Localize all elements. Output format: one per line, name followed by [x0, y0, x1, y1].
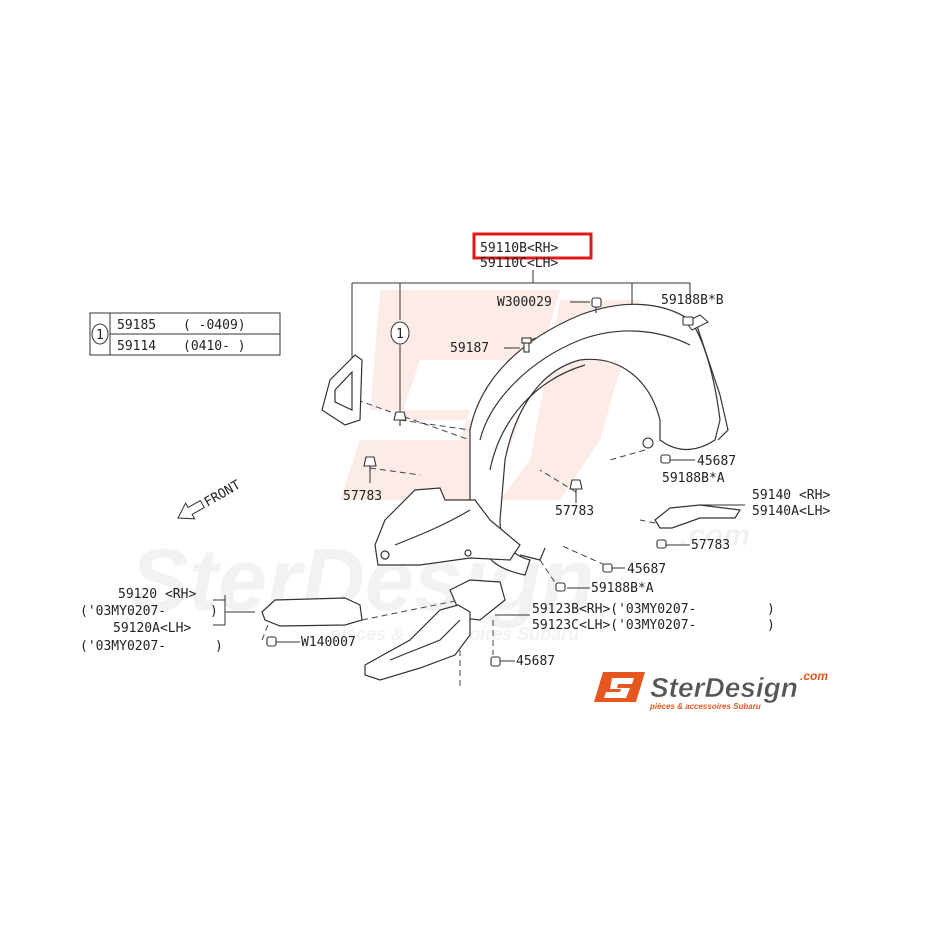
label-w300029[interactable]: W300029	[497, 295, 552, 310]
label-57783-a[interactable]: 57783	[343, 489, 382, 504]
label-45687-c[interactable]: 45687	[516, 654, 555, 669]
screw-1-icon	[393, 411, 407, 426]
screw-59187-icon	[521, 337, 532, 353]
table-row2-range: (0410- )	[183, 339, 246, 354]
front-direction-indicator: FRONT	[177, 478, 244, 520]
label-59120a-lh[interactable]: 59120A<LH>	[113, 621, 191, 636]
clip-59188b-b-icon	[682, 316, 694, 326]
reference-table: 1 59185 ( -0409) 59114 (0410- )	[89, 312, 281, 356]
label-59120a-lh-close: )	[215, 639, 223, 654]
table-callout-circle	[91, 323, 109, 345]
clip-59188b-a1-icon	[660, 454, 671, 464]
front-arrow-icon	[177, 499, 205, 520]
screw-57783-c-icon	[656, 539, 667, 549]
screw-57783-b-icon	[569, 479, 583, 495]
label-59188b-a2[interactable]: 59188B*A	[591, 581, 654, 596]
leader-lines	[213, 270, 745, 662]
splash-shield-part	[321, 354, 363, 426]
label-59120-rh-my: ('03MY0207-	[80, 604, 166, 619]
nut-45687-a-icon	[642, 437, 654, 449]
label-45687-b[interactable]: 45687	[627, 562, 666, 577]
sterdesign-logo: SterDesign .com pièces & accessoires Sub…	[594, 669, 828, 711]
watermark-com-text: .com	[680, 519, 750, 552]
table-row2-part: 59114	[117, 339, 156, 354]
label-57783-b[interactable]: 57783	[555, 504, 594, 519]
nut-45687-c-icon	[490, 656, 501, 667]
table-callout-num: 1	[96, 328, 104, 343]
label-59120a-lh-my: ('03MY0207-	[80, 639, 166, 654]
callout-circle-diagram	[390, 321, 410, 345]
label-59123b-close: )	[767, 602, 775, 617]
part-labels: 59110B<RH> 59110C<LH> W300029 59188B*B 5…	[80, 241, 830, 669]
watermark-ster-text: SterDesign	[130, 530, 595, 629]
label-main-lh[interactable]: 59110C<LH>	[480, 256, 558, 271]
fasteners	[266, 297, 694, 667]
callout-circles: 1	[390, 321, 410, 345]
label-59187[interactable]: 59187	[450, 341, 489, 356]
undertray-part	[374, 487, 521, 566]
label-59140a-lh[interactable]: 59140A<LH>	[752, 504, 830, 519]
clip-59188b-a2-icon	[555, 582, 566, 592]
logo-tagline-text: pièces & accessoires Subaru	[649, 702, 761, 711]
label-59188b-b[interactable]: 59188B*B	[661, 293, 724, 308]
callout-num-diagram: 1	[396, 327, 404, 342]
stay-59120-part	[261, 597, 363, 627]
clip-59188b-b-part	[685, 314, 709, 331]
label-w140007[interactable]: W140007	[301, 635, 356, 650]
label-main-rh[interactable]: 59110B<RH>	[480, 241, 558, 256]
label-59120-rh-close: )	[210, 604, 218, 619]
screw-57783-a-icon	[363, 456, 377, 472]
logo-com-text: .com	[800, 669, 828, 683]
front-label: FRONT	[202, 478, 244, 511]
side-cover-part	[364, 604, 471, 681]
label-59123c[interactable]: 59123C<LH>('03MY0207-	[532, 618, 696, 633]
label-45687-a[interactable]: 45687	[697, 454, 736, 469]
table-row1-range: ( -0409)	[183, 318, 246, 333]
clip-w300029-icon	[591, 297, 602, 313]
highlight-box	[472, 232, 593, 260]
label-57783-c[interactable]: 57783	[691, 538, 730, 553]
table-row1-part: 59185	[117, 318, 156, 333]
label-59123b[interactable]: 59123B<RH>('03MY0207-	[532, 602, 696, 617]
nut-45687-b-icon	[602, 563, 613, 573]
bolt-w140007-icon	[266, 636, 277, 647]
label-59188b-a1[interactable]: 59188B*A	[662, 471, 725, 486]
bracket-59140-part	[654, 504, 742, 529]
label-59120-rh[interactable]: 59120 <RH>	[118, 587, 196, 602]
label-59123c-close: )	[767, 618, 775, 633]
label-59140-rh[interactable]: 59140 <RH>	[752, 488, 830, 503]
logo-brand-text: SterDesign	[650, 672, 798, 703]
